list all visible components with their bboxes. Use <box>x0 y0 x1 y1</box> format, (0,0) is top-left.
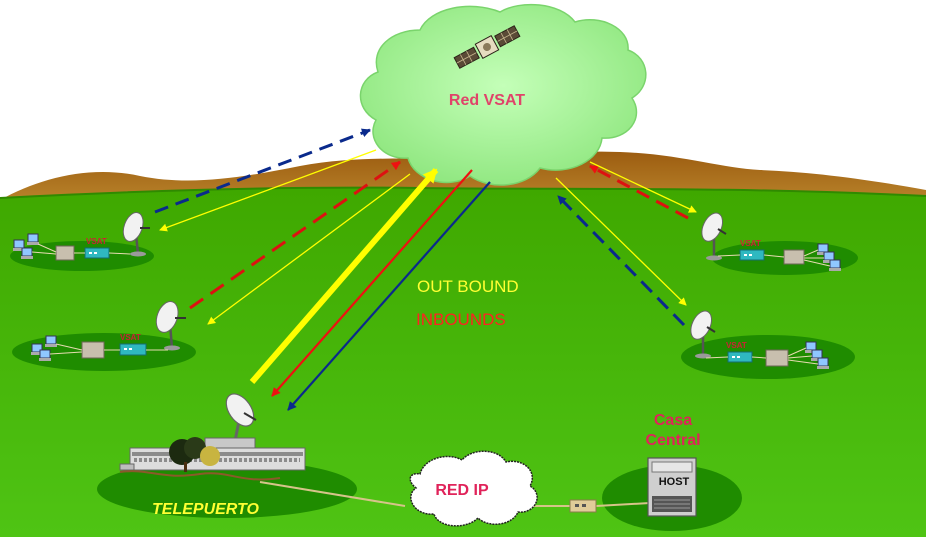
vsat-cloud <box>359 3 647 186</box>
vsat-label: VSAT <box>120 333 141 342</box>
computer-icon <box>13 233 39 259</box>
computer-icon <box>817 243 841 271</box>
head-office-label: Casa Central <box>645 412 701 449</box>
satellite-icon <box>453 25 521 69</box>
server-icon <box>647 457 697 517</box>
outbound-label: OUT BOUND <box>417 277 519 296</box>
telepuerto-site <box>119 393 306 481</box>
vsat-label: VSAT <box>86 237 107 246</box>
dish-antenna-icon <box>155 301 186 351</box>
controller-icon <box>765 349 789 367</box>
dish-antenna-icon <box>701 212 727 261</box>
vsat-site-right-lower <box>690 310 829 369</box>
ip-cloud <box>409 450 538 527</box>
vsat-site-right-upper <box>701 212 841 271</box>
tree-icon <box>169 437 220 472</box>
modem-icon <box>119 343 147 356</box>
modem-icon <box>84 247 110 259</box>
inbound-label: INBOUNDS <box>416 310 506 329</box>
vsat-site-left-upper <box>13 212 150 261</box>
modem-icon <box>739 249 765 261</box>
cloud-label: Red VSAT <box>448 92 526 109</box>
vsat-site-left-lower <box>31 301 186 361</box>
vsat-label: VSAT <box>740 239 761 248</box>
controller-icon <box>783 249 805 265</box>
dish-antenna-icon <box>122 212 150 257</box>
links <box>154 128 697 507</box>
vsat-label: VSAT <box>726 341 747 350</box>
hub-label: TELEPUERTO <box>152 501 259 518</box>
host-label: HOST <box>658 476 690 488</box>
dish-antenna-icon <box>690 310 716 359</box>
controller-icon <box>81 341 105 359</box>
controller-icon <box>55 245 75 261</box>
computer-icon <box>805 341 829 369</box>
modem-icon <box>727 351 753 363</box>
router-icon <box>569 499 597 513</box>
ip-network-label: RED IP <box>435 482 489 499</box>
